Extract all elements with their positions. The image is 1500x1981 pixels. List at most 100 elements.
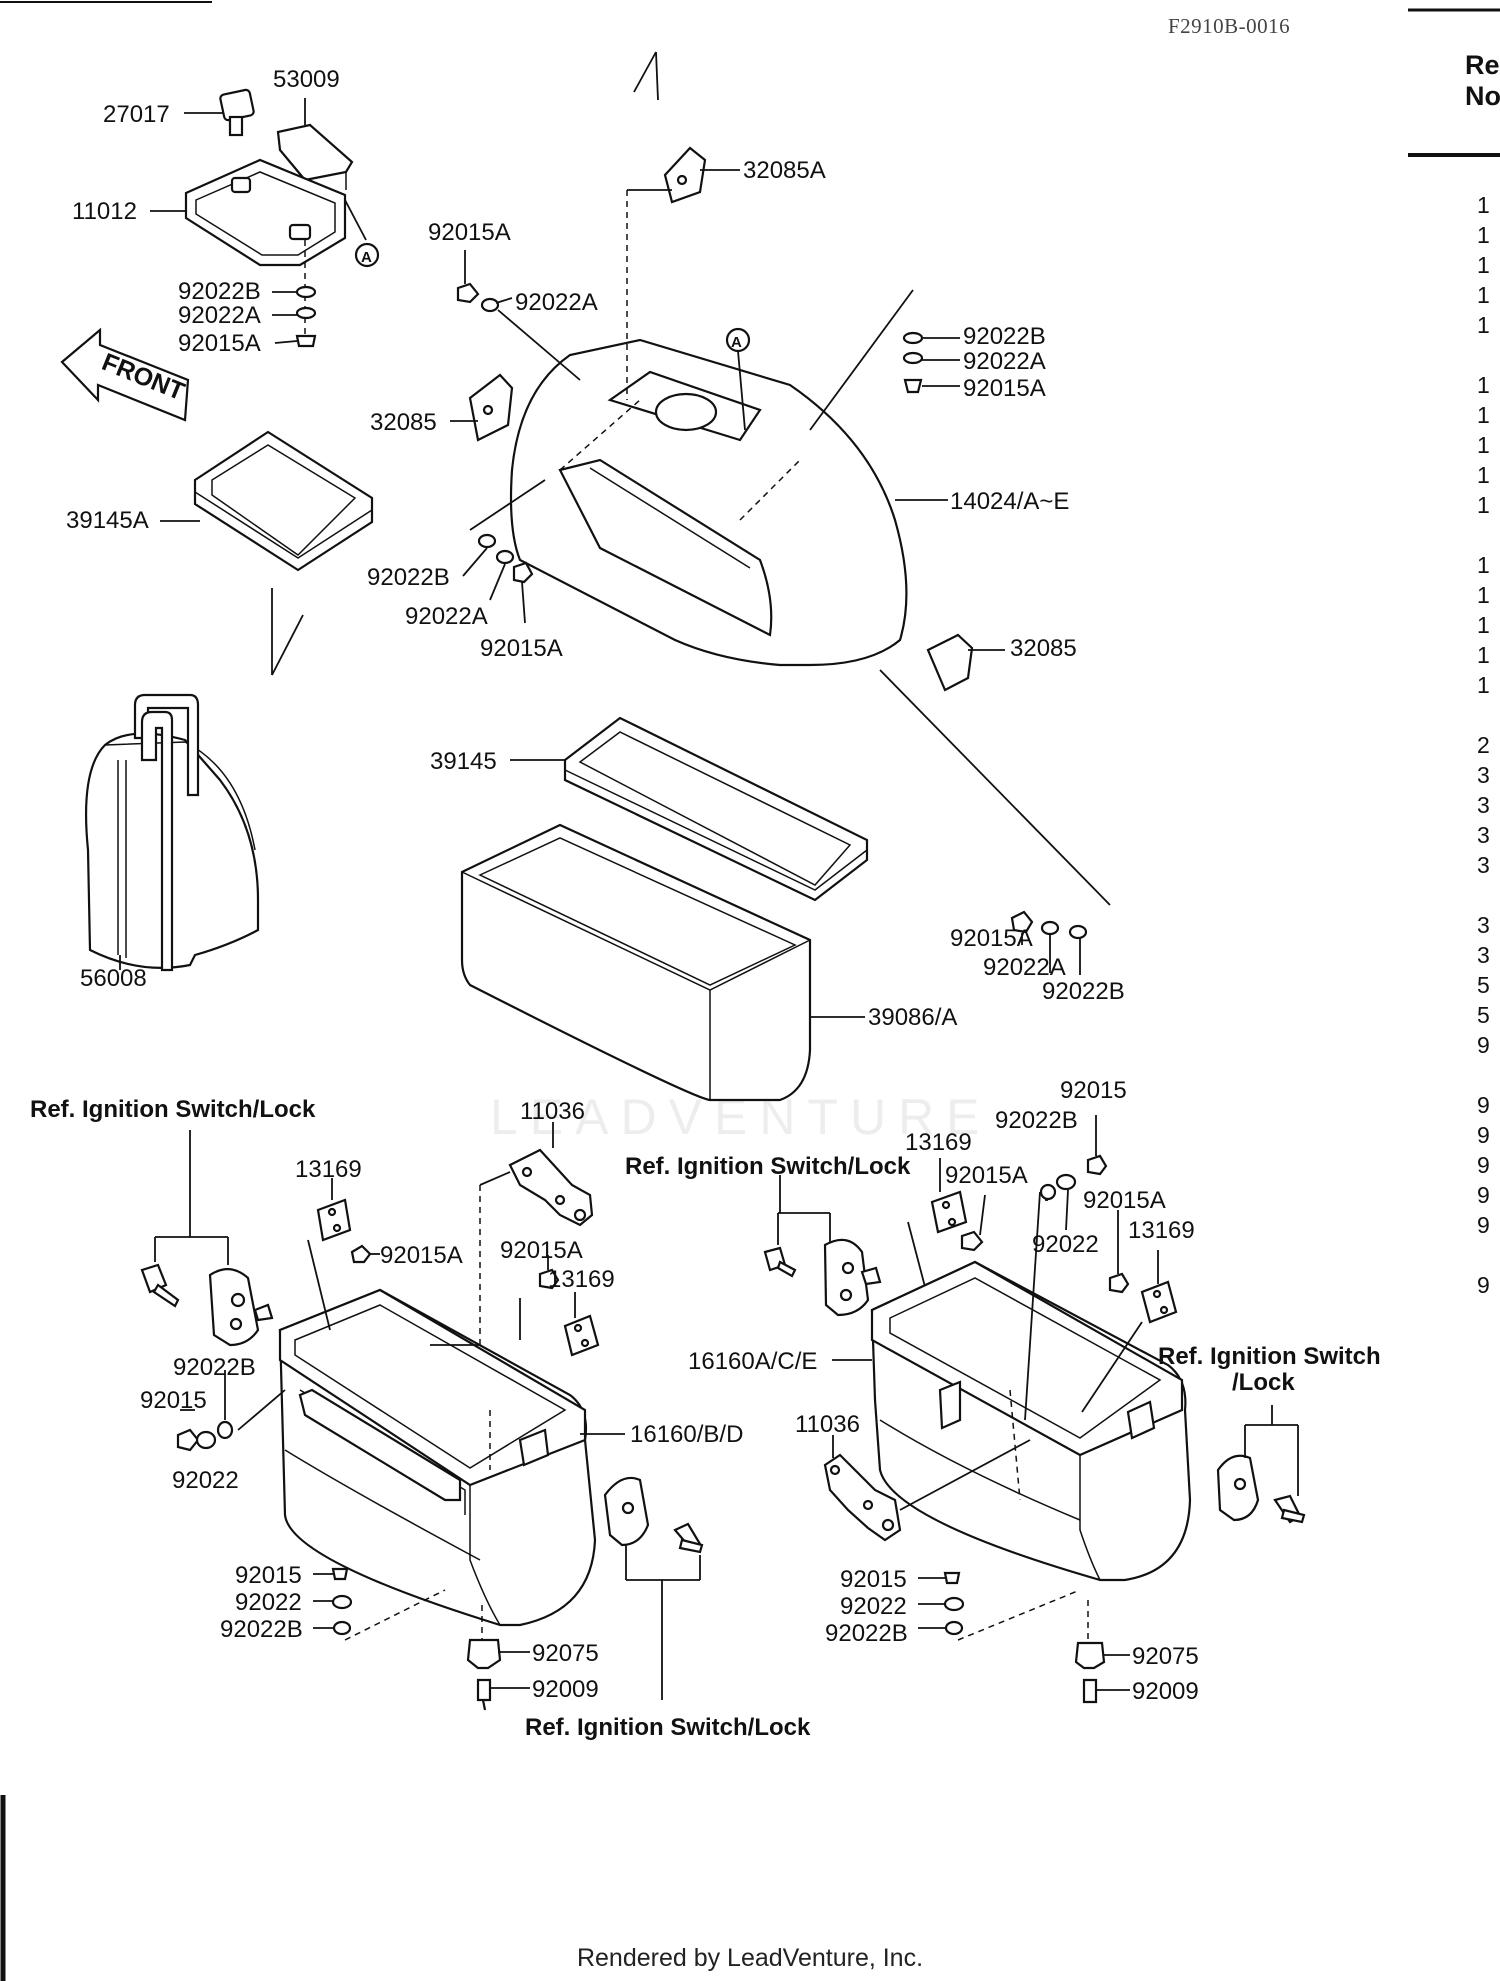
label-92015-b: 92015	[235, 1562, 302, 1589]
label-13169-a: 13169	[295, 1156, 362, 1183]
label-32085-a: 32085	[370, 409, 437, 436]
label-92015A-a: 92015A	[178, 330, 261, 357]
front-arrow: FRONT	[60, 327, 190, 422]
side-table-row-fragment: 1	[1477, 462, 1490, 488]
label-92022A-d: 92022A	[405, 603, 488, 630]
washers-stack-left	[462, 479, 546, 624]
label-92022B-h: 92022B	[995, 1107, 1078, 1134]
label-13169-c: 13169	[905, 1129, 972, 1156]
side-table-row-fragment: 1	[1477, 282, 1490, 308]
lock-left	[208, 1268, 274, 1347]
lock-left-side	[603, 1476, 704, 1700]
side-table-row-fragment: 1	[1477, 672, 1490, 698]
nut-92015A-right-b	[1108, 1210, 1130, 1294]
label-92022-d: 92022	[840, 1593, 907, 1620]
label-92022A-e: 92022A	[983, 954, 1066, 981]
gasket-39145	[510, 716, 869, 902]
label-13169-d: 13169	[1128, 1217, 1195, 1244]
label-32085A: 32085A	[743, 157, 826, 184]
key-27017	[184, 88, 255, 137]
label-ref-lock-1: Ref. Ignition Switch/Lock	[30, 1096, 316, 1123]
ref-lock-right-leader	[777, 1175, 831, 1245]
lock-right-side	[1216, 1405, 1306, 1524]
label-92015A-d: 92015A	[480, 635, 563, 662]
label-92015A-e: 92015A	[950, 925, 1033, 952]
label-39086: 39086/A	[868, 1004, 957, 1031]
gasket-39145A	[160, 430, 374, 572]
ref-lock-left-leader	[154, 1130, 229, 1265]
side-table-row-fragment: 3	[1477, 762, 1490, 788]
label-92022B-e: 92022B	[1042, 978, 1125, 1005]
label-92022-b: 92022	[235, 1589, 302, 1616]
side-header-line2: No	[1465, 81, 1500, 111]
label-27017: 27017	[103, 101, 170, 128]
nut-92015A-right-a	[960, 1194, 986, 1252]
side-table-row-fragment: 1	[1477, 432, 1490, 458]
label-ref-lock-3: Ref. Ignition Switch/Lock	[625, 1153, 911, 1180]
nut-92015A-left-b	[538, 1255, 560, 1290]
label-13169-b: 13169	[548, 1266, 615, 1293]
label-92022B-a: 92022B	[178, 278, 261, 305]
label-92022A-b: 92022A	[515, 289, 598, 316]
side-table-row-fragment: 1	[1477, 222, 1490, 248]
label-ref-lock-4b: /Lock	[1232, 1369, 1295, 1396]
label-39145: 39145	[430, 748, 497, 775]
hinge-32085A	[626, 146, 740, 400]
label-92022-c: 92022	[1032, 1231, 1099, 1258]
latch-53009	[276, 98, 354, 200]
lock-right-a	[823, 1238, 882, 1317]
saddlebag-16160BD	[278, 1288, 625, 1627]
label-92009-a: 92009	[532, 1676, 599, 1703]
label-92015A-h: 92015A	[945, 1162, 1028, 1189]
foot-left	[466, 1605, 530, 1711]
fasteners-left-side	[176, 1370, 286, 1452]
marker-a-shell: A	[725, 327, 751, 431]
label-11036-a: 11036	[520, 1098, 585, 1125]
side-table-row-fragment: 2	[1477, 732, 1490, 758]
label-92075-a: 92075	[532, 1640, 599, 1667]
label-92022A-c: 92022A	[963, 348, 1046, 375]
label-92015A-b: 92015A	[428, 219, 511, 246]
side-table-row-fragment: 1	[1477, 252, 1490, 278]
side-table-row-fragment: 1	[1477, 372, 1490, 398]
slash-mark-top2	[655, 51, 659, 101]
marker-a-2: A	[731, 334, 742, 351]
label-16160BD: 16160/B/D	[630, 1421, 743, 1448]
label-56008: 56008	[80, 965, 147, 992]
side-table-row-fragment: 5	[1477, 972, 1490, 998]
marker-a-1: A	[361, 249, 372, 266]
hinge-11036-left	[430, 1122, 594, 1346]
side-table-row-fragment: 1	[1477, 192, 1490, 218]
fastener-stack-left-bottom	[313, 1567, 446, 1641]
label-32085-b: 32085	[1010, 635, 1077, 662]
diagram-code: F2910B-0016	[1168, 14, 1291, 38]
cover-56008	[84, 693, 260, 972]
label-92022-a: 92022	[172, 1467, 239, 1494]
label-92022B-i: 92022B	[825, 1620, 908, 1647]
side-table-row-fragment: 3	[1477, 792, 1490, 818]
foot-right	[1074, 1600, 1130, 1704]
label-92015A-g: 92015A	[500, 1237, 583, 1264]
plate-13169-right-a	[907, 1158, 968, 1326]
washers-right-top	[1024, 1115, 1108, 1421]
label-92022B-g: 92022B	[220, 1616, 303, 1643]
side-table-row-fragment: 9	[1477, 1272, 1490, 1298]
label-92075-b: 92075	[1132, 1643, 1199, 1670]
nut-92015A-left-a	[350, 1244, 380, 1264]
side-table-row-fragment: 3	[1477, 912, 1490, 938]
side-table-row-fragment: 1	[1477, 312, 1490, 338]
side-table-row-fragment: 9	[1477, 1122, 1490, 1148]
side-table-row-fragment: 3	[1477, 822, 1490, 848]
label-92015A-i: 92015A	[1083, 1187, 1166, 1214]
label-11012: 11012	[72, 198, 137, 225]
washers-stack-mid	[1010, 910, 1088, 975]
label-92022B-d: 92022B	[367, 564, 450, 591]
inner-box-39086	[460, 823, 865, 1102]
side-table-row-fragment: 1	[1477, 402, 1490, 428]
side-table-row-fragment: 3	[1477, 852, 1490, 878]
side-table-row-fragment: 1	[1477, 582, 1490, 608]
footer-credit: Rendered by LeadVenture, Inc.	[576, 1944, 924, 1972]
label-92015-a: 92015	[140, 1387, 207, 1414]
label-92015-d: 92015	[840, 1566, 907, 1593]
